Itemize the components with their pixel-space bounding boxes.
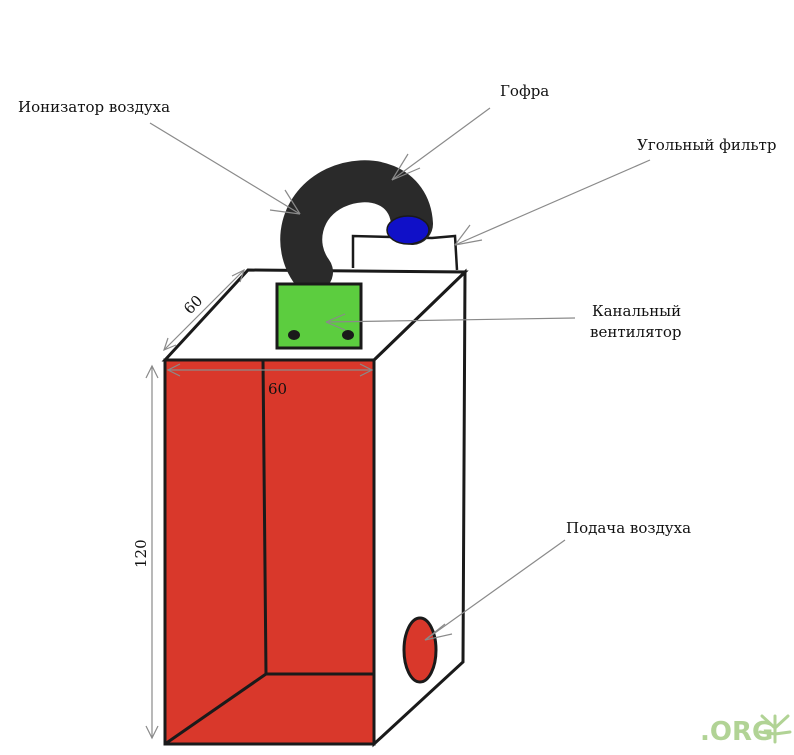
leader-carbon-filter [454,159,651,246]
carbon-filter-outline [351,234,459,271]
dimension-height-label: 120 [132,539,150,568]
leaf-icon [758,714,792,744]
leader-ionizer [149,122,301,215]
label-carbon-filter: Угольный фильтр [637,136,776,154]
dimension-depth-arrow [163,268,246,352]
duct-hose [280,160,433,293]
ionizer-blob [386,215,430,245]
dimension-width-label: 60 [268,380,287,398]
leader-inline-fan [325,313,576,331]
dimension-depth-label: 60 [180,292,206,318]
leader-duct [391,107,491,181]
dimension-width-arrow [166,363,374,377]
label-duct: Гофра [500,82,549,100]
watermark: .ORG [700,714,792,747]
label-ionizer: Ионизатор воздуха [18,98,170,116]
tent-front-face [163,358,376,746]
label-inline-fan-line2: вентилятор [590,323,682,341]
label-inline-fan-line1: Канальный [592,302,681,320]
tent-inner-floor-diagonal [164,672,267,746]
fan-bolt-left [288,330,300,340]
label-air-intake: Подача воздуха [566,519,691,537]
fan-bolt-right [342,330,354,340]
air-intake-hole [402,616,438,684]
dimension-height-arrow [145,364,159,740]
leader-air-intake [424,539,566,641]
